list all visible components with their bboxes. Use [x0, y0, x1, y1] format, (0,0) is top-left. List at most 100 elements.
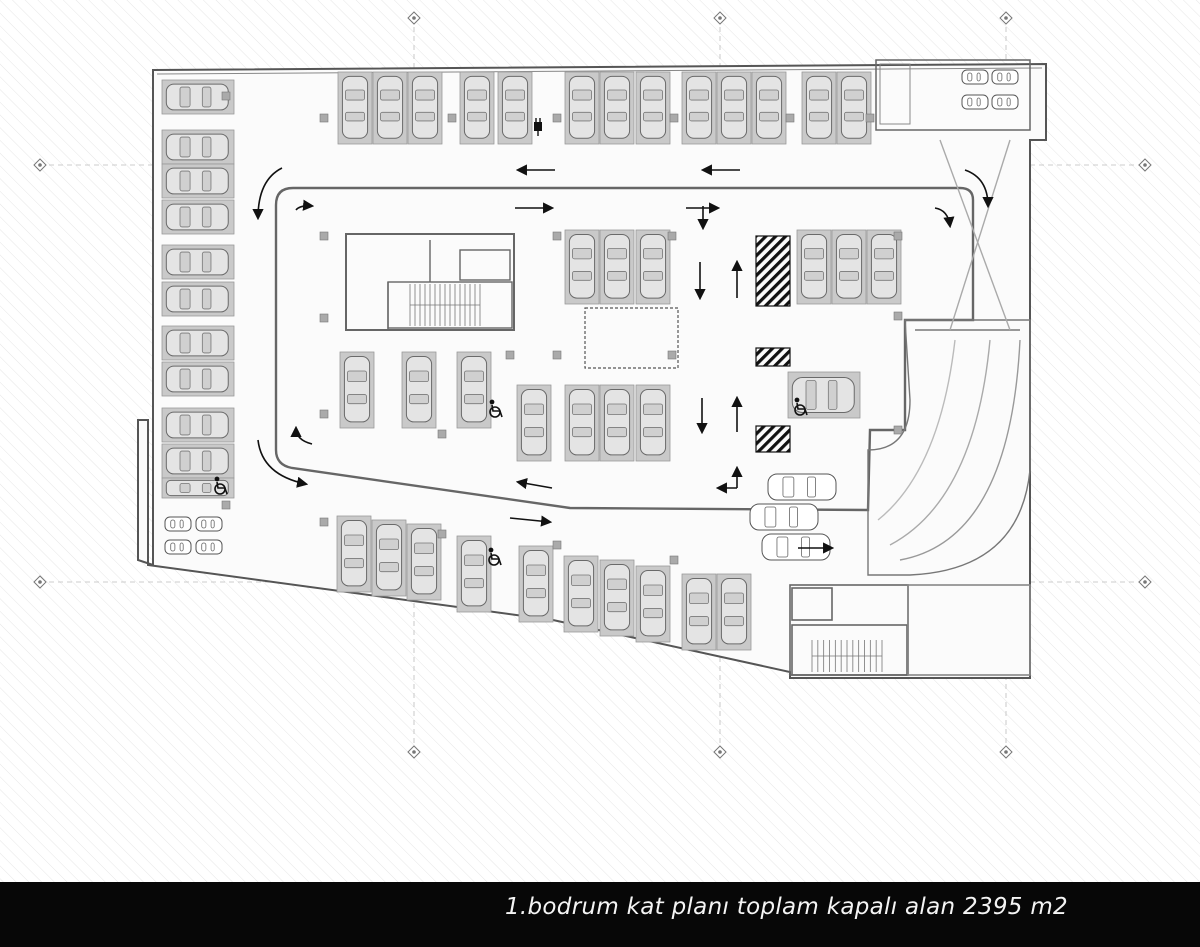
parking-stall	[161, 199, 235, 235]
grid-axis-marker-icon	[999, 745, 1013, 759]
wheelchair-icon	[489, 399, 503, 418]
structural-column	[437, 429, 447, 439]
parking-stall	[599, 71, 635, 145]
parking-stall	[161, 407, 235, 443]
wheelchair-icon	[794, 397, 808, 416]
parking-stall	[681, 71, 717, 145]
parking-stall	[161, 129, 235, 165]
structural-column	[221, 91, 231, 101]
arrow-icon	[509, 515, 553, 527]
grid-axis-marker-icon	[713, 11, 727, 25]
structural-column	[785, 113, 795, 123]
parking-stall	[866, 229, 902, 305]
grid-axis-marker-icon	[407, 11, 421, 25]
parking-stall	[456, 351, 492, 429]
parking-stall	[161, 281, 235, 317]
structural-column	[505, 350, 515, 360]
parking-stall	[161, 244, 235, 280]
parking-stall	[751, 71, 787, 145]
structural-column	[447, 113, 457, 123]
parking-stall	[796, 229, 832, 305]
structural-column	[552, 540, 562, 550]
parking-stall	[161, 361, 235, 397]
structural-column	[319, 517, 329, 527]
parking-stall	[635, 71, 671, 145]
car-outline	[164, 539, 192, 555]
car-outline	[991, 69, 1019, 85]
no-parking-zones	[755, 235, 791, 453]
parking-stall	[456, 535, 492, 613]
grid-axis-marker-icon	[1138, 158, 1152, 172]
parking-stall	[459, 71, 495, 145]
arrow-icon	[934, 207, 955, 229]
parking-stall	[564, 229, 600, 305]
parking-stall	[716, 573, 752, 651]
central-island	[274, 186, 975, 512]
grid-axis-marker-icon	[999, 11, 1013, 25]
dashed-room	[584, 307, 679, 369]
parking-stall	[787, 371, 861, 419]
car-outline	[991, 94, 1019, 110]
structural-column	[667, 231, 677, 241]
parking-stall	[497, 71, 533, 145]
parking-stall	[161, 163, 235, 199]
parking-stall	[401, 351, 437, 429]
structural-column	[319, 231, 329, 241]
parking-stall	[831, 229, 867, 305]
parking-stall	[161, 443, 235, 479]
vehicle-ramp	[867, 139, 1031, 576]
car-outline	[961, 69, 989, 85]
parking-stall	[635, 384, 671, 462]
structural-column	[893, 311, 903, 321]
parking-stall	[161, 325, 235, 361]
car-outline	[195, 516, 223, 532]
car-outline	[961, 94, 989, 110]
parking-stall	[336, 515, 372, 593]
structural-column	[319, 409, 329, 419]
parking-stall	[407, 71, 443, 145]
arrow-icon	[290, 425, 313, 445]
ev-plug-icon	[534, 118, 542, 136]
structural-column	[221, 500, 231, 510]
traffic-direction-arrows	[252, 164, 994, 554]
structural-column	[893, 425, 903, 435]
structural-column	[865, 113, 875, 123]
basement-floor-plan-drawing	[0, 0, 1200, 882]
car-outline	[767, 473, 837, 501]
structural-column	[319, 313, 329, 323]
structural-column	[552, 231, 562, 241]
bottom-stair-core	[789, 584, 1031, 676]
structural-column	[552, 113, 562, 123]
parking-stall	[339, 351, 375, 429]
parking-stall	[681, 573, 717, 651]
wheelchair-icon	[214, 476, 228, 495]
parking-stall	[516, 384, 552, 462]
parking-stall	[599, 559, 635, 637]
plan-caption: 1.bodrum kat planı toplam kapalı alan 23…	[504, 894, 1068, 920]
structural-column	[669, 555, 679, 565]
grid-axis-marker-icon	[33, 158, 47, 172]
structural-column	[667, 350, 677, 360]
parking-stall	[372, 71, 408, 145]
parking-stall	[836, 71, 872, 145]
parking-stall	[563, 555, 599, 633]
car-outline	[195, 539, 223, 555]
parking-stall	[716, 71, 752, 145]
arrow-icon	[257, 439, 309, 488]
arrow-icon	[252, 167, 283, 221]
parking-stall	[801, 71, 837, 145]
parking-stall	[371, 519, 407, 597]
arrow-icon	[295, 199, 315, 211]
parking-stall	[337, 71, 373, 145]
structural-column	[893, 231, 903, 241]
parking-stall	[564, 384, 600, 462]
parking-stall	[518, 545, 554, 623]
stair-and-elevator-core	[345, 233, 515, 331]
car-outline	[761, 533, 831, 561]
wheelchair-icon	[488, 547, 502, 566]
car-outline	[164, 516, 192, 532]
parking-stall	[406, 523, 442, 601]
arrow-icon	[964, 169, 994, 209]
structural-column	[669, 113, 679, 123]
